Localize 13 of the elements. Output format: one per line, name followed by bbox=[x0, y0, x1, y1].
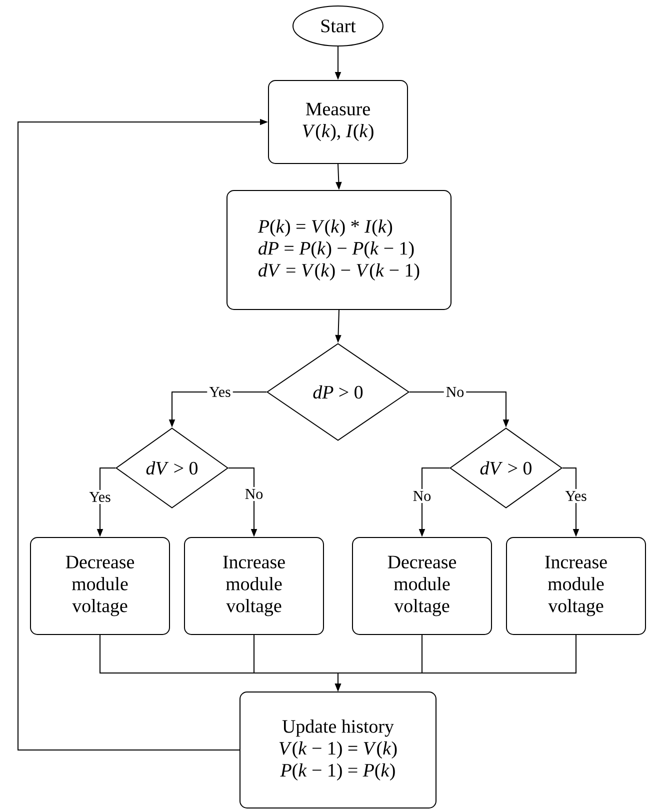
process-box: P(k) = V(k) *I(k) dP = P(k) − P(k − 1) dV = V(k) − V(k − 1) bbox=[226, 190, 452, 310]
process-box: Increase module voltage bbox=[506, 537, 646, 635]
edge-label: No bbox=[444, 385, 466, 399]
process-box: Increase module voltage bbox=[184, 537, 324, 635]
process-box: Decrease module voltage bbox=[352, 537, 492, 635]
edge-label: No bbox=[242, 487, 266, 501]
process-box: Decrease module voltage bbox=[30, 537, 170, 635]
process-box: Measure V(k), I(k) bbox=[268, 80, 408, 164]
edge-label: Yes bbox=[87, 490, 113, 504]
edge-label: No bbox=[410, 489, 434, 503]
edge-label: Yes bbox=[207, 385, 233, 399]
process-box: Update history V(k − 1) = V(k) P(k − 1) = P(k) bbox=[240, 692, 436, 808]
edge-label: Yes bbox=[563, 489, 589, 503]
